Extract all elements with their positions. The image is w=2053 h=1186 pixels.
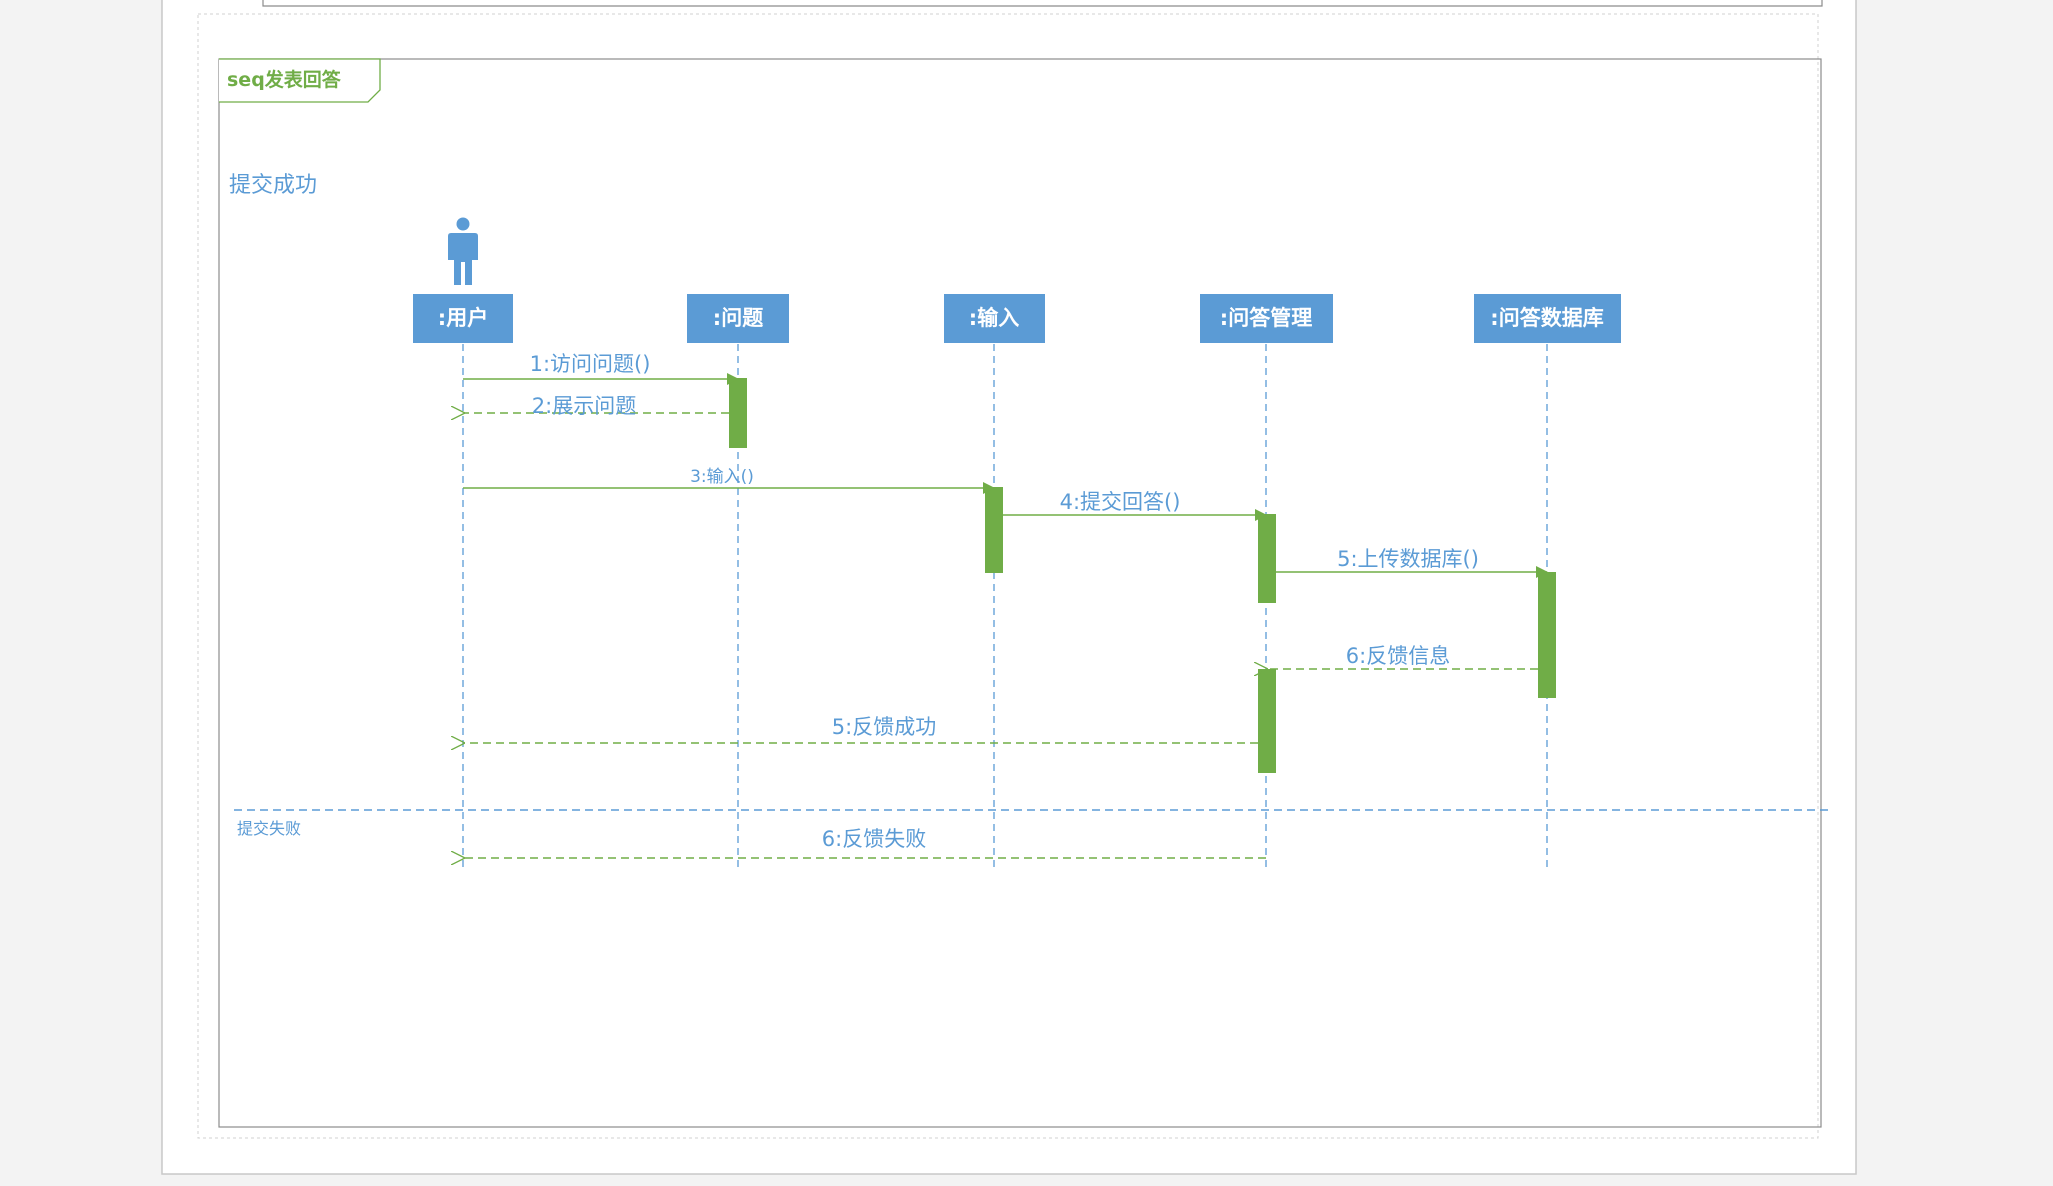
activation-qa-manage-1 <box>1258 514 1276 603</box>
lifeline-input-label: :输入 <box>969 306 1019 330</box>
fragment-section-failure-label: 提交失败 <box>237 819 301 838</box>
fragment-section-success-label: 提交成功 <box>229 173 317 198</box>
frame-title: seq发表回答 <box>227 68 342 91</box>
sequence-frame <box>218 58 1822 1128</box>
activation-question <box>729 378 747 448</box>
page-sheet <box>161 0 1857 1175</box>
activation-qa-manage-2 <box>1258 669 1276 773</box>
lifeline-header-qa-db: :问答数据库 <box>1474 294 1621 343</box>
message-1-label: 1:访问问题() <box>530 352 651 376</box>
previous-shape-edge <box>262 0 1823 7</box>
message-7-label: 5:反馈成功 <box>832 715 936 739</box>
lifeline-header-input: :输入 <box>944 294 1045 343</box>
lifeline-question-label: :问题 <box>713 306 764 330</box>
message-5-label: 5:上传数据库() <box>1337 547 1479 571</box>
lifeline-qa-db-label: :问答数据库 <box>1490 306 1603 330</box>
activation-input <box>985 487 1003 573</box>
lifeline-user-label: :用户 <box>438 306 488 330</box>
actor-user-icon <box>448 217 478 285</box>
lifeline-header-user: :用户 <box>413 294 513 343</box>
activation-qa-db <box>1538 572 1556 698</box>
lifeline-header-question: :问题 <box>687 294 789 343</box>
page-margin-guide <box>197 13 1819 1139</box>
frame-title-tab <box>219 58 381 103</box>
lifeline-header-qa-manage: :问答管理 <box>1200 294 1333 343</box>
lifeline-qa-manage-label: :问答管理 <box>1220 306 1312 330</box>
message-6-label: 6:反馈信息 <box>1346 644 1450 668</box>
message-4-label: 4:提交回答() <box>1060 490 1181 514</box>
message-3-label: 3:输入() <box>690 467 754 487</box>
message-2-label: 2:展示问题 <box>532 394 636 418</box>
message-8-label: 6:反馈失败 <box>822 827 926 851</box>
